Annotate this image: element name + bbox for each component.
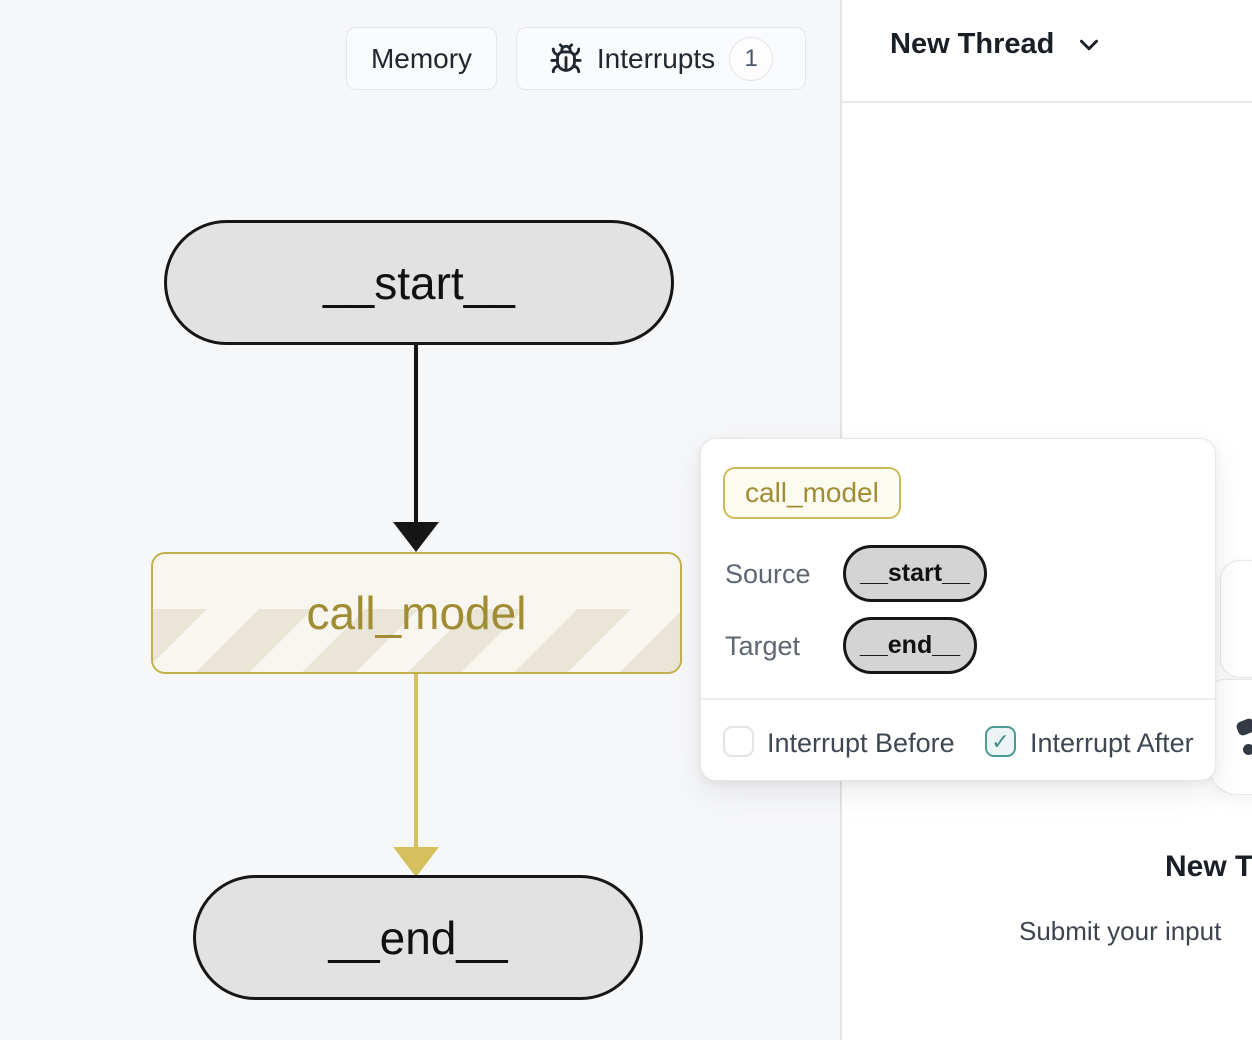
memory-button[interactable]: Memory	[346, 27, 497, 90]
interrupt-after-label: Interrupt After	[1030, 728, 1194, 758]
popover-divider	[701, 698, 1215, 700]
empty-state-subtitle: Submit your input	[1019, 916, 1222, 946]
thread-selector[interactable]: New Thread	[890, 28, 1104, 61]
edge-start-to-model-arrowhead	[393, 522, 439, 552]
chevron-down-icon	[1074, 30, 1104, 60]
start-node-label: __start__	[323, 256, 515, 309]
partial-icon	[1243, 744, 1252, 755]
partial-card-top[interactable]	[1220, 560, 1252, 678]
edge-model-to-end	[414, 674, 418, 850]
call-model-node-label: call_model	[306, 587, 527, 639]
source-label: Source	[725, 559, 811, 589]
interrupt-before-checkbox[interactable]	[723, 726, 754, 757]
edge-model-to-end-arrowhead	[393, 847, 439, 877]
empty-state-title: New T	[1165, 850, 1252, 883]
bug-icon	[549, 42, 583, 76]
edge-start-to-model	[414, 345, 418, 525]
interrupt-after-checkbox[interactable]: ✓	[985, 726, 1016, 757]
node-name-badge: call_model	[723, 467, 901, 519]
target-label: Target	[725, 631, 801, 661]
interrupt-before-label: Interrupt Before	[767, 728, 955, 758]
interrupts-count-badge: 1	[729, 36, 774, 81]
graph-node-start[interactable]: __start__	[164, 220, 674, 345]
node-detail-popover: call_model Source __start__ Target __end…	[700, 438, 1216, 781]
target-value-pill: __end__	[843, 617, 977, 674]
memory-button-label: Memory	[370, 42, 473, 74]
thread-title: New Thread	[890, 28, 1055, 60]
graph-node-end[interactable]: __end__	[193, 875, 643, 1000]
graph-node-call-model[interactable]: call_model	[151, 552, 682, 674]
panel-header-divider	[842, 101, 1252, 103]
interrupts-button-label: Interrupts	[596, 42, 716, 74]
call-model-hatch-overlay	[153, 609, 680, 672]
interrupts-button[interactable]: Interrupts 1	[516, 27, 806, 90]
end-node-label: __end__	[328, 911, 508, 964]
partial-icon	[1235, 717, 1252, 737]
source-value-pill: __start__	[843, 545, 987, 602]
